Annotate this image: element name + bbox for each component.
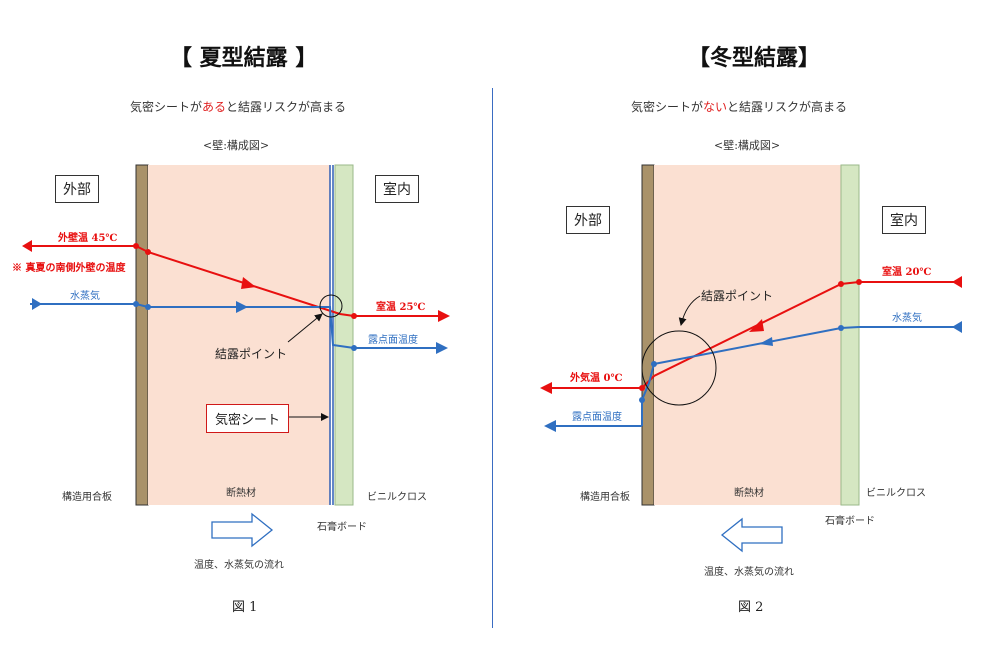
room-temp-label: 室温 25℃: [376, 302, 426, 313]
inside-label-box: 室内: [882, 206, 926, 234]
summer-note: ※ 真夏の南側外壁の温度: [12, 263, 126, 274]
dew-arrow-head: [436, 342, 448, 354]
winter-title: 【冬型結露】: [688, 45, 821, 71]
airtight-sheet-label: 気密シート: [206, 404, 290, 433]
condensation-point-label: 結露ポイント: [701, 289, 774, 303]
gypsum-label: 石膏ボード: [825, 516, 875, 527]
room-temp-label: 室温 20℃: [882, 267, 932, 278]
section-label: <壁:構成図>: [714, 139, 781, 152]
winter-subtitle: 気密シートがないと結露リスクが高まる: [631, 98, 847, 115]
vapor-point: [651, 361, 657, 367]
vapor-flow-arrowhead: [759, 337, 773, 346]
condensation-point-circle: [319, 294, 343, 318]
summer-title: 【 夏型結露 】: [170, 45, 318, 71]
figure-caption: 図 2: [738, 600, 764, 615]
temp-point: [639, 385, 645, 391]
condensation-pointer: [678, 295, 701, 326]
vapor-flow-arrowhead: [236, 301, 248, 313]
temp-point: [351, 313, 357, 319]
section-label: <壁:構成図>: [203, 139, 270, 152]
vapor-label: 水蒸気: [70, 291, 100, 302]
vapor-point: [145, 304, 151, 310]
temp-point: [145, 249, 151, 255]
vapor-point: [838, 325, 844, 331]
vinyl-cloth-label: ビニルクロス: [866, 488, 926, 499]
winter-condensation-panel: 【冬型結露】 気密シートがないと結露リスクが高まる <壁:構成図> 外部 室内 …: [500, 0, 990, 652]
subtitle-emphasis: ない: [703, 100, 728, 114]
arrow-right-outline-icon: [211, 512, 274, 548]
dew-point-temp-label: 露点面温度: [368, 335, 418, 346]
subtitle-text: 気密シートが: [130, 100, 203, 114]
vapor-gradient-line: [641, 326, 860, 426]
summer-condensation-panel: 【 夏型結露 】 気密シートがあると結露リスクが高まる <壁:構成図> 外部 室…: [0, 0, 490, 652]
winter-wall-diagram: [540, 164, 962, 553]
room-temp-arrow-head: [438, 310, 450, 322]
condensation-point-circle: [641, 330, 717, 406]
vapor-point: [351, 345, 357, 351]
inside-label-box: 室内: [375, 175, 419, 203]
subtitle-text: と結露リスクが高まる: [727, 100, 848, 114]
temperature-flow-arrowhead: [749, 319, 764, 332]
flow-label: 温度、水蒸気の流れ: [704, 567, 794, 578]
insulation-label: 断熱材: [734, 488, 764, 499]
plywood-label: 構造用合板: [580, 492, 630, 503]
outside-label-box: 外部: [566, 206, 610, 234]
insulation-layer: [654, 165, 841, 505]
outer-temp-arrow-head: [22, 240, 32, 252]
summer-subtitle: 気密シートがあると結露リスクが高まる: [130, 98, 346, 115]
temperature-flow-arrowhead: [241, 277, 256, 289]
temp-point: [133, 243, 139, 249]
panel-divider: [492, 88, 493, 628]
gypsum-label: 石膏ボード: [317, 522, 367, 533]
subtitle-text: と結露リスクが高まる: [226, 100, 347, 114]
insulation-label: 断熱材: [226, 488, 256, 499]
flow-label: 温度、水蒸気の流れ: [194, 560, 284, 571]
vapor-point: [133, 301, 139, 307]
vapor-point: [639, 397, 645, 403]
structural-plywood-layer: [641, 164, 655, 506]
summer-wall-diagram: [22, 164, 450, 548]
vinyl-cloth-label: ビニルクロス: [367, 492, 427, 503]
figure-caption: 図 1: [232, 600, 258, 615]
temp-point: [856, 279, 862, 285]
subtitle-emphasis: ある: [202, 100, 227, 114]
temp-point: [838, 281, 844, 287]
outside-temp-label: 外気温 0℃: [570, 373, 623, 384]
insulation-layer: [148, 165, 330, 505]
arrow-left-outline-icon: [720, 517, 783, 553]
vapor-arrow-head: [952, 321, 962, 333]
gypsum-board-layer: [334, 164, 354, 506]
condensation-pointer: [287, 313, 323, 343]
outside-temp-arrow-head: [540, 382, 552, 394]
dew-arrow-head: [544, 420, 556, 432]
plywood-label: 構造用合板: [62, 492, 112, 503]
dew-point-temp-label: 露点面温度: [572, 412, 622, 423]
outer-wall-temp-label: 外壁温 45℃: [58, 233, 118, 244]
gypsum-board-layer: [840, 164, 860, 506]
temperature-gradient-line: [641, 281, 860, 389]
room-temp-arrow-head: [952, 276, 962, 288]
subtitle-text: 気密シートが: [631, 100, 704, 114]
outside-label-box: 外部: [55, 175, 99, 203]
vapor-arrow-head: [32, 298, 42, 310]
condensation-point-label: 結露ポイント: [215, 347, 288, 361]
vapor-gradient-line: [135, 303, 355, 349]
vapor-label: 水蒸気: [892, 313, 922, 324]
structural-plywood-layer: [135, 164, 149, 506]
